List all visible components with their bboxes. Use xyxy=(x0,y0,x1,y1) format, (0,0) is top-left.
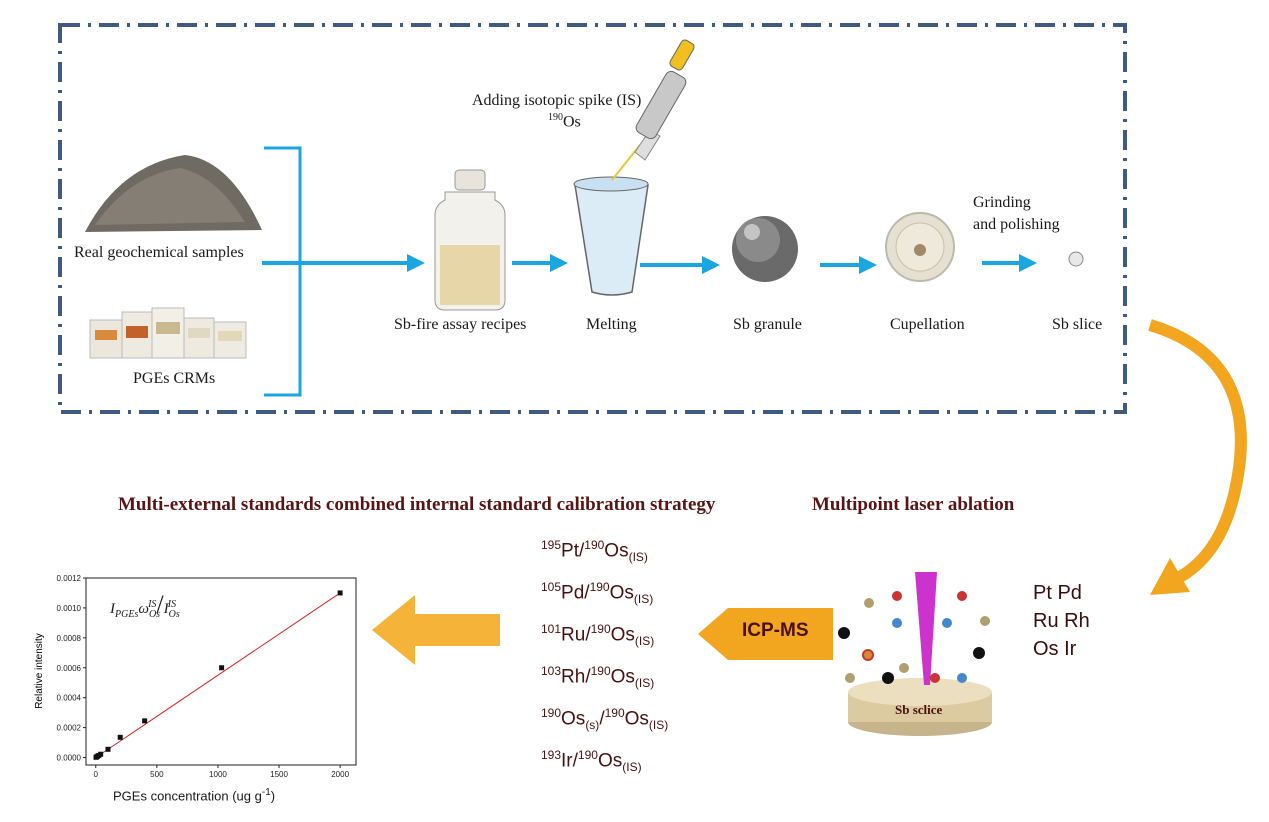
data-point xyxy=(219,665,225,671)
sample-real-label: Real geochemical samples xyxy=(74,244,244,261)
grinding-label-2: and polishing xyxy=(973,216,1060,233)
sb-slice-image xyxy=(1068,251,1084,267)
spike-isotope: 190Os xyxy=(548,112,581,131)
y-tick-label: 0.0012 xyxy=(57,574,82,583)
sample-crm-label: PGEs CRMs xyxy=(133,370,216,387)
ratio-item: 193Ir/190Os(IS) xyxy=(541,748,642,775)
ratio-list: 195Pt/190Os(IS) 105Pd/190Os(IS) 101Ru/19… xyxy=(541,538,668,790)
y-tick-label: 0.0006 xyxy=(57,664,82,673)
spike-label: Adding isotopic spike (IS) xyxy=(472,92,642,109)
step-recipes-label: Sb-fire assay recipes xyxy=(394,316,527,333)
ratio-item: 103Rh/190Os(IS) xyxy=(541,664,655,691)
ratio-item: 101Ru/190Os(IS) xyxy=(541,622,655,649)
powder-sample-image xyxy=(85,155,262,232)
workflow-arrows xyxy=(262,254,1037,274)
y-tick-label: 0.0008 xyxy=(57,634,82,643)
melting-cup-image xyxy=(573,176,649,296)
elements-row: Os Ir xyxy=(1033,638,1077,660)
step-melting-label: Melting xyxy=(586,316,637,333)
y-axis: 0.0000 0.0002 0.0004 0.0006 0.0008 0.0010 0.00… xyxy=(57,574,86,763)
ablation-heading: Multipoint laser ablation xyxy=(812,494,1015,515)
calibration-chart: 0.0000 0.0002 0.0004 0.0006 0.0008 0.0010 0.00… xyxy=(34,574,357,779)
pipette-icon xyxy=(611,39,695,181)
x-axis: 0 500 1000 1500 2000 xyxy=(94,765,350,779)
calibration-formula: IPGEsωOsIS/IOsIS xyxy=(110,590,180,620)
crm-bottles-image xyxy=(89,307,247,359)
data-point xyxy=(142,718,148,724)
icpms-arrow[interactable] xyxy=(698,608,833,660)
ratio-item: 105Pd/190Os(IS) xyxy=(541,580,654,607)
step-slice-label: Sb slice xyxy=(1052,316,1103,333)
data-points xyxy=(93,590,343,760)
curved-orange-arrow xyxy=(1148,319,1247,595)
data-point xyxy=(337,590,343,596)
x-tick-label: 1500 xyxy=(270,770,288,779)
y-axis-label: Relative intensity xyxy=(34,633,45,709)
jar-image xyxy=(434,169,506,311)
y-tick-label: 0.0000 xyxy=(57,754,82,763)
laser-beam xyxy=(915,572,937,685)
y-tick-label: 0.0002 xyxy=(57,724,82,733)
y-tick-label: 0.0004 xyxy=(57,694,82,703)
elements-row: Pt Pd xyxy=(1033,582,1082,604)
grinding-label-1: Grinding xyxy=(973,194,1031,211)
elements-list: Pt Pd Ru Rh Os Ir xyxy=(1033,579,1090,663)
ratio-item: 195Pt/190Os(IS) xyxy=(541,538,648,565)
x-tick-label: 500 xyxy=(150,770,164,779)
elements-row: Ru Rh xyxy=(1033,610,1090,632)
y-tick-label: 0.0010 xyxy=(57,604,82,613)
icpms-label: ICP-MS xyxy=(742,620,809,641)
step-cupellation-label: Cupellation xyxy=(890,316,965,333)
workflow-frame xyxy=(58,23,1127,414)
disc-label: Sb sclice xyxy=(895,702,943,717)
x-tick-label: 1000 xyxy=(209,770,227,779)
fit-line xyxy=(95,592,341,758)
calibration-heading: Multi-external standards combined intern… xyxy=(118,494,716,515)
x-tick-label: 2000 xyxy=(331,770,349,779)
data-point xyxy=(105,746,111,752)
data-point xyxy=(98,751,104,757)
sample-bracket xyxy=(264,146,302,397)
x-axis-label: PGEs concentration (ug g-1) xyxy=(113,787,276,804)
ratio-item: 190Os(s)/190Os(IS) xyxy=(541,706,669,733)
x-tick-label: 0 xyxy=(94,770,99,779)
sb-granule-image xyxy=(732,216,798,282)
result-arrow xyxy=(372,595,500,665)
data-point xyxy=(117,734,123,740)
laser-ablation-image xyxy=(838,572,992,736)
step-granule-label: Sb granule xyxy=(733,316,802,333)
cupel-image xyxy=(885,212,955,282)
